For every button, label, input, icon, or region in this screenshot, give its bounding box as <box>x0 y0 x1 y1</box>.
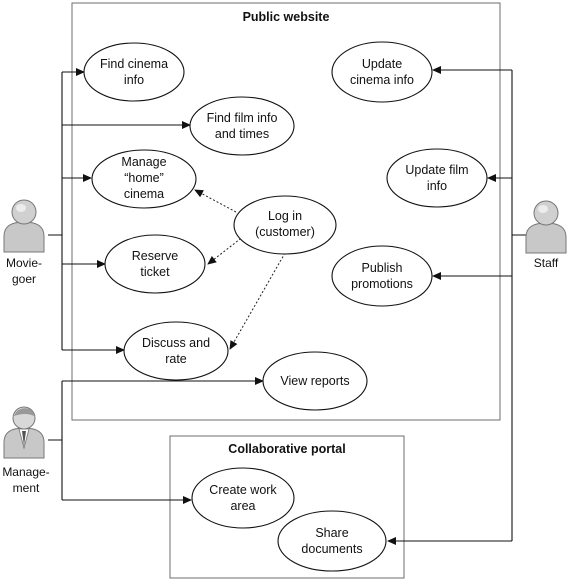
actor-label: Staff <box>534 256 559 270</box>
use-case-create-work-area[interactable]: Create work area <box>191 467 295 529</box>
use-case-label: Publish <box>362 261 403 275</box>
use-case-label: Update <box>362 57 402 71</box>
moviegoer-associations <box>48 68 191 354</box>
use-case-label: Find cinema <box>100 57 168 71</box>
login-dependencies <box>194 189 286 350</box>
use-case-discuss-and-rate[interactable]: Discuss and rate <box>123 321 229 381</box>
actor-label: goer <box>12 272 36 286</box>
use-case-label: and times <box>215 127 269 141</box>
use-case-label: Reserve <box>132 249 179 263</box>
use-case-log-in[interactable]: Log in (customer) <box>233 195 337 255</box>
use-case-label: Find film info <box>207 111 278 125</box>
use-case-update-cinema-info[interactable]: Update cinema info <box>331 41 433 103</box>
actor-label: Movie- <box>6 256 42 270</box>
use-case-label: info <box>124 73 144 87</box>
public-website-title: Public website <box>243 10 330 24</box>
use-case-label: (customer) <box>255 225 315 239</box>
use-case-label: promotions <box>351 277 413 291</box>
person-icon <box>3 199 45 253</box>
actor-label: ment <box>13 481 40 495</box>
use-case-label: area <box>230 499 255 513</box>
actor-management[interactable]: Manage- ment <box>2 406 50 495</box>
use-case-label: View reports <box>280 374 349 388</box>
public-website-boundary <box>71 2 501 421</box>
actor-moviegoer[interactable]: Movie- goer <box>3 199 45 286</box>
use-case-find-cinema-info[interactable]: Find cinema info <box>83 42 185 102</box>
use-case-update-film-info[interactable]: Update film info <box>386 148 488 208</box>
use-case-label: Discuss and <box>142 336 210 350</box>
use-case-label: “home” <box>124 171 164 185</box>
use-case-label: Share <box>315 526 348 540</box>
use-case-label: Update film <box>405 163 468 177</box>
use-case-reserve-ticket[interactable]: Reserve ticket <box>104 234 206 294</box>
collaborative-portal-title: Collaborative portal <box>228 442 345 456</box>
use-case-label: cinema <box>124 187 164 201</box>
use-case-publish-promotions[interactable]: Publish promotions <box>331 245 433 307</box>
use-case-manage-home-cinema[interactable]: Manage “home” cinema <box>91 149 197 209</box>
actor-staff[interactable]: Staff <box>525 200 567 270</box>
collaborative-portal-boundary <box>169 435 405 579</box>
use-case-label: ticket <box>140 265 170 279</box>
person-icon <box>525 200 567 254</box>
use-case-label: info <box>427 179 447 193</box>
staff-associations <box>387 66 528 545</box>
actor-label: Manage- <box>2 465 49 479</box>
use-case-label: Create work <box>209 483 277 497</box>
management-associations <box>48 377 264 504</box>
use-case-label: Log in <box>268 209 302 223</box>
use-case-share-documents[interactable]: Share documents <box>277 510 387 572</box>
use-case-label: rate <box>165 352 187 366</box>
manager-icon <box>3 406 45 459</box>
use-case-view-reports[interactable]: View reports <box>262 351 368 411</box>
use-case-label: cinema info <box>350 73 414 87</box>
use-case-label: documents <box>301 542 362 556</box>
use-case-find-film-info[interactable]: Find film info and times <box>189 96 295 156</box>
use-case-label: Manage <box>121 155 166 169</box>
